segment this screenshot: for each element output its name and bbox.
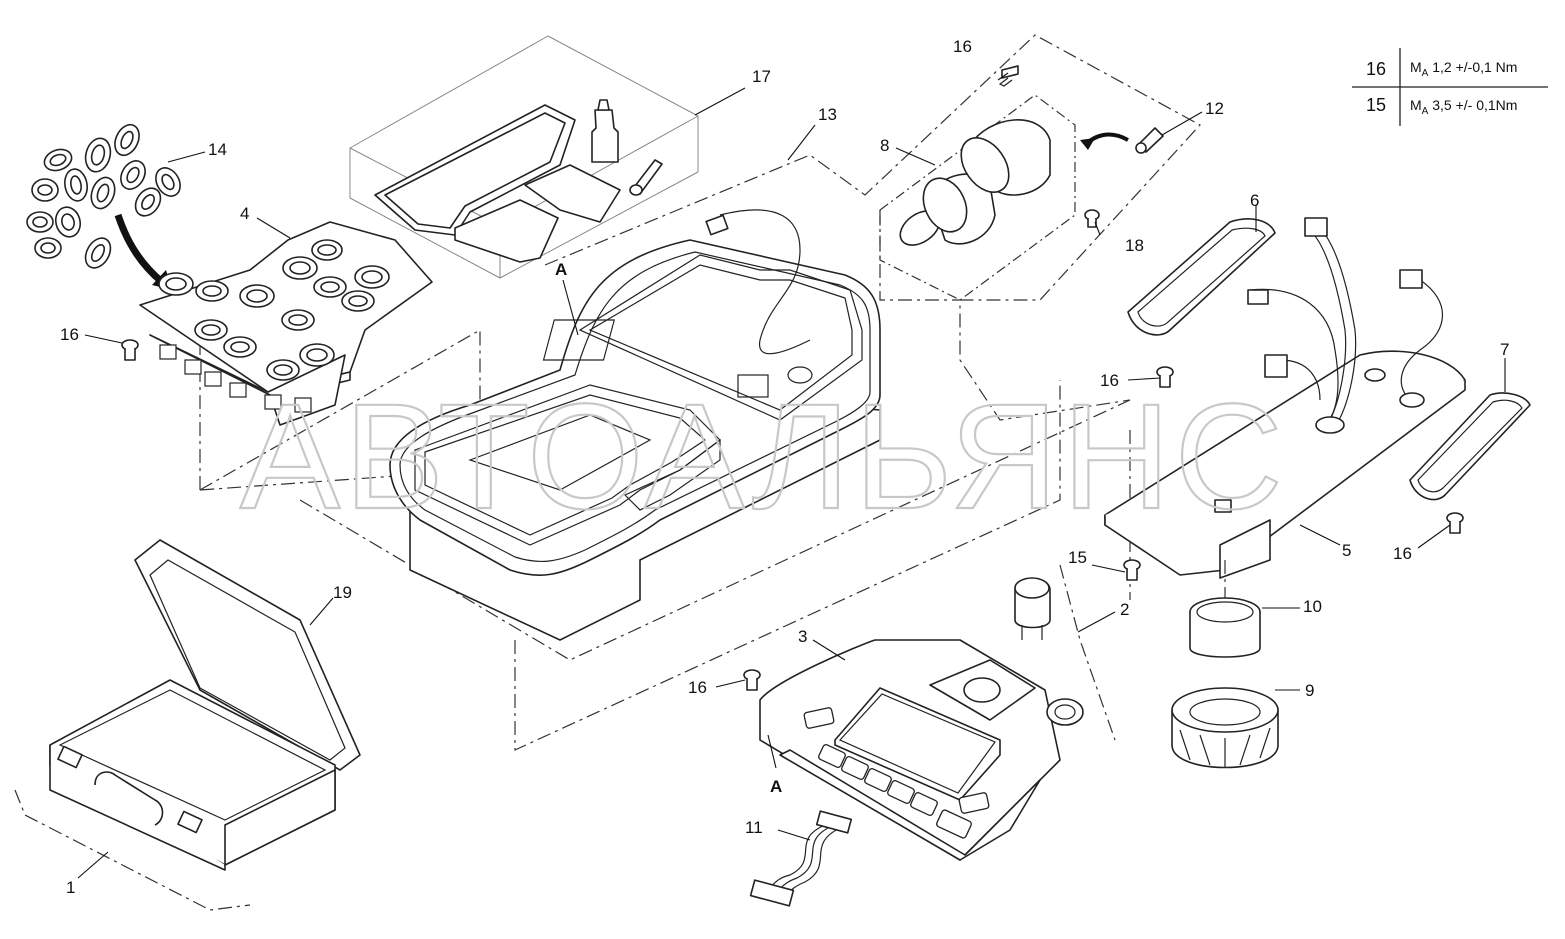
- callout-2: 2: [1120, 600, 1129, 619]
- callout-A-housing: A: [555, 260, 567, 279]
- callout-17: 17: [752, 67, 771, 86]
- main-housing: [389, 209, 881, 641]
- keypad-membrane: [139, 221, 433, 426]
- leader-lines: [77, 72, 1506, 879]
- callout-9: 9: [1305, 681, 1314, 700]
- gasket-kit-box: [349, 35, 699, 279]
- callout-5: 5: [1342, 541, 1351, 560]
- display-module: [759, 577, 1084, 861]
- callout-1: 1: [66, 878, 75, 897]
- callout-A-display: A: [770, 777, 782, 796]
- callout-16-display: 16: [688, 678, 707, 697]
- ring-nuts: [1171, 560, 1279, 769]
- callout-16-keypad: 16: [60, 325, 79, 344]
- callout-16-beacon: 16: [953, 37, 972, 56]
- callout-10: 10: [1303, 597, 1322, 616]
- callout-12: 12: [1205, 99, 1224, 118]
- beacon-assembly: [879, 94, 1164, 301]
- callout-14: 14: [208, 140, 227, 159]
- o-rings: [26, 123, 181, 290]
- callout-13: 13: [818, 105, 837, 124]
- base-plate-harness: [1104, 217, 1466, 579]
- callout-3: 3: [798, 627, 807, 646]
- cover-strips: [1127, 218, 1531, 501]
- torque-part-15: 15: [1366, 95, 1386, 115]
- callout-4: 4: [240, 204, 249, 223]
- callout-11: 11: [745, 818, 763, 837]
- ribbon-cable: [749, 810, 853, 907]
- torque-table: 16 MA 1,2 +/-0,1 Nm 15 MA 3,5 +/- 0,1Nm: [1352, 48, 1548, 126]
- callout-18: 18: [1125, 236, 1144, 255]
- callout-8: 8: [880, 136, 889, 155]
- callout-6: 6: [1250, 191, 1259, 210]
- torque-value-16: MA 1,2 +/-0,1 Nm: [1410, 59, 1517, 79]
- screws: [121, 65, 1464, 691]
- callout-labels: 1 2 3 4 5 6 7 8 9 10 11 12 13 14 15 16 1…: [60, 37, 1509, 897]
- watermark: АВТОАЛЬЯНС: [240, 372, 1287, 540]
- torque-part-16: 16: [1366, 59, 1386, 79]
- callout-19: 19: [333, 583, 352, 602]
- callout-16-plate: 16: [1393, 544, 1412, 563]
- torque-value-15: MA 3,5 +/- 0,1Nm: [1410, 97, 1517, 117]
- callout-16-strip: 16: [1100, 371, 1119, 390]
- callout-15: 15: [1068, 548, 1087, 567]
- callout-7: 7: [1500, 340, 1509, 359]
- carrying-case: [49, 539, 361, 871]
